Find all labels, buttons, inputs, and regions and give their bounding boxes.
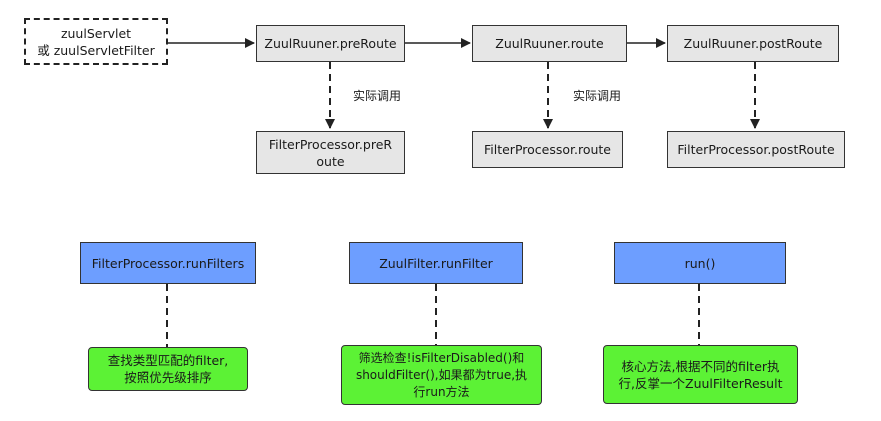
method-run-box: run() xyxy=(614,242,786,284)
method-runfilters-box: FilterProcessor.runFilters xyxy=(80,242,256,284)
note-runfilter: 筛选检查!isFilterDisabled()和 shouldFilter(),… xyxy=(341,345,542,405)
route-box: ZuulRuuner.route xyxy=(472,25,627,62)
preroute-box: ZuulRuuner.preRoute xyxy=(256,25,405,62)
postroute-box: ZuulRuuner.postRoute xyxy=(667,25,839,62)
note-runfilters: 查找类型匹配的filter, 按照优先级排序 xyxy=(88,347,248,391)
call-label-preroute: 实际调用 xyxy=(353,89,402,103)
call-label-route: 实际调用 xyxy=(573,89,622,103)
note-run: 核心方法,根据不同的filter执 行,反掌一个ZuulFilterResult xyxy=(603,345,798,404)
processor-route-box: FilterProcessor.route xyxy=(472,131,623,168)
processor-preroute-box: FilterProcessor.preR oute xyxy=(256,131,405,174)
method-runfilter-box: ZuulFilter.runFilter xyxy=(349,242,523,284)
processor-postroute-box: FilterProcessor.postRoute xyxy=(667,131,845,168)
entry-box: zuulServlet 或 zuulServletFilter xyxy=(24,18,168,65)
